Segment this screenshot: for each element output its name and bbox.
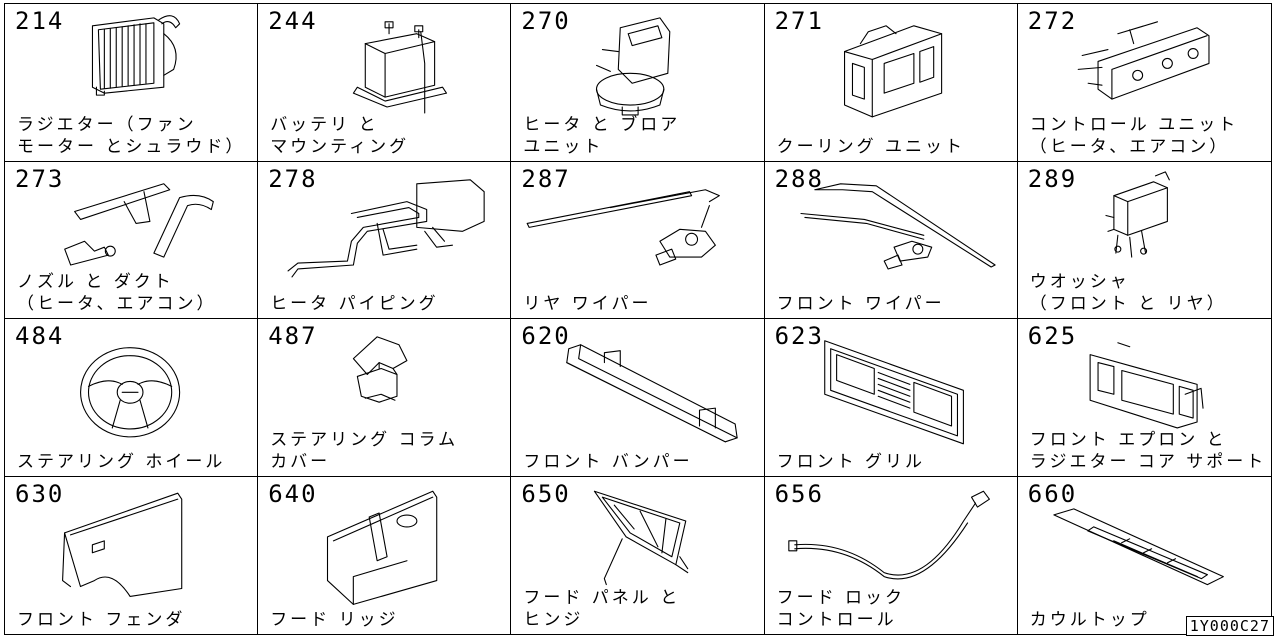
part-name: ステアリング コラム カバー (270, 429, 459, 472)
part-cell[interactable]: 623 フロント グリル (764, 319, 1018, 477)
part-name: フロント ワイパー (776, 294, 945, 314)
washer-icon (1105, 170, 1170, 258)
part-code: 271 (774, 7, 824, 35)
part-code: 214 (15, 7, 65, 35)
front-fender-icon (62, 492, 183, 597)
part-code: 656 (774, 479, 824, 508)
part-cell[interactable]: 625 フロント エプロン と ラジエター コア サポート (1017, 319, 1271, 477)
part-code: 650 (521, 479, 571, 508)
part-code: 273 (15, 164, 65, 193)
steering-wheel-icon (80, 347, 181, 438)
part-name: ステアリング ホイール (17, 451, 226, 472)
hood-ledge-icon (327, 490, 438, 605)
part-name: フロント グリル (776, 451, 925, 472)
battery-icon (353, 21, 448, 114)
part-name: コントロール ユニット （ヒータ、エアコン） (1029, 114, 1239, 157)
part-name: フロント フェンダ (17, 610, 186, 630)
front-grille-icon (823, 340, 964, 445)
part-name: フード リッジ (270, 610, 399, 630)
hood-lock-icon (787, 490, 990, 580)
part-code: 623 (774, 322, 824, 350)
parts-index-grid: 214 ラジエター（ファン モーター とシュラウド） 244 バッテリ と マウ… (4, 3, 1272, 635)
part-code: 630 (15, 479, 65, 508)
part-code: 487 (268, 322, 318, 350)
radiator-icon (91, 15, 181, 96)
part-code: 287 (521, 164, 571, 193)
heater-piping-icon (287, 178, 485, 277)
part-cell[interactable]: 270 ヒータ と ブロア ユニット (511, 4, 765, 162)
hood-panel-icon (594, 490, 689, 585)
part-cell[interactable]: 650 フード パネル と ヒンジ (511, 476, 765, 634)
part-name: フード ロック コントロール (776, 588, 905, 630)
part-name: ラジエター（ファン モーター とシュラウド） (17, 114, 246, 157)
part-cell[interactable]: 288 フロント ワイパー (764, 161, 1018, 319)
part-name: リヤ ワイパー (523, 294, 652, 314)
part-code: 244 (268, 7, 318, 35)
part-name: フロント エプロン と ラジエター コア サポート (1029, 429, 1267, 472)
part-name: ウオッシャ （フロント と リヤ） (1029, 272, 1227, 314)
part-cell[interactable]: 244 バッテリ と マウンティング (258, 4, 512, 162)
part-cell[interactable]: 484 ステアリング ホイール (5, 319, 259, 477)
front-wiper-icon (800, 182, 996, 270)
front-bumper-icon (566, 344, 739, 443)
part-code: 289 (1027, 164, 1078, 193)
part-code: 272 (1027, 7, 1078, 35)
part-code: 288 (774, 164, 824, 193)
part-cell[interactable]: 630 フロント フェンダ (5, 476, 259, 634)
heater-blower-icon (596, 17, 671, 116)
part-name: クーリング ユニット (776, 136, 965, 157)
part-code: 278 (268, 164, 318, 193)
part-code: 484 (15, 322, 65, 350)
part-cell[interactable]: 273 ノズル と ダクト （ヒータ、エアコン） (5, 161, 259, 319)
part-name: フロント バンパー (523, 451, 693, 472)
nozzle-duct-icon (64, 182, 214, 266)
part-cell[interactable]: 289 ウオッシャ （フロント と リヤ） (1017, 162, 1271, 319)
part-name: ノズル と ダクト （ヒータ、エアコン） (17, 272, 217, 314)
part-cell[interactable]: 640 フード リッジ (258, 476, 512, 634)
part-name: フード パネル と ヒンジ (523, 588, 681, 630)
part-cell[interactable]: 214 ラジエター（ファン モーター とシュラウド） (5, 4, 259, 162)
part-name: カウルトップ (1029, 610, 1150, 630)
part-cell[interactable]: 271 クーリング ユニット (764, 4, 1018, 162)
part-cell[interactable]: 487 ステアリング コラム カバー (258, 319, 512, 477)
part-cell[interactable]: 660 カウルトップ (1018, 477, 1271, 635)
part-code: 640 (268, 479, 318, 508)
part-cell[interactable]: 620 フロント バンパー (511, 319, 765, 477)
column-cover-icon (353, 336, 408, 403)
cooling-unit-icon (843, 25, 942, 118)
part-code: 270 (521, 7, 571, 35)
part-code: 660 (1027, 479, 1078, 508)
apron-support-icon (1089, 342, 1204, 429)
part-cell[interactable]: 287 リヤ ワイパー (511, 161, 765, 319)
drawing-id-label: 1Y000C27 (1185, 616, 1274, 636)
part-name: ヒータ パイピング (270, 294, 439, 314)
control-unit-icon (1077, 21, 1210, 100)
part-cell[interactable]: 656 フード ロック コントロール (765, 476, 1018, 634)
rear-wiper-icon (527, 188, 721, 266)
part-cell[interactable]: 272 コントロール ユニット （ヒータ、エアコン） (1017, 4, 1271, 162)
cowl-top-icon (1053, 507, 1224, 585)
part-name: バッテリ と マウンティング (270, 114, 410, 157)
part-code: 620 (521, 322, 571, 350)
part-name: ヒータ と ブロア ユニット (523, 114, 681, 157)
part-cell[interactable]: 278 ヒータ パイピング (258, 161, 512, 319)
part-code: 625 (1027, 322, 1078, 350)
